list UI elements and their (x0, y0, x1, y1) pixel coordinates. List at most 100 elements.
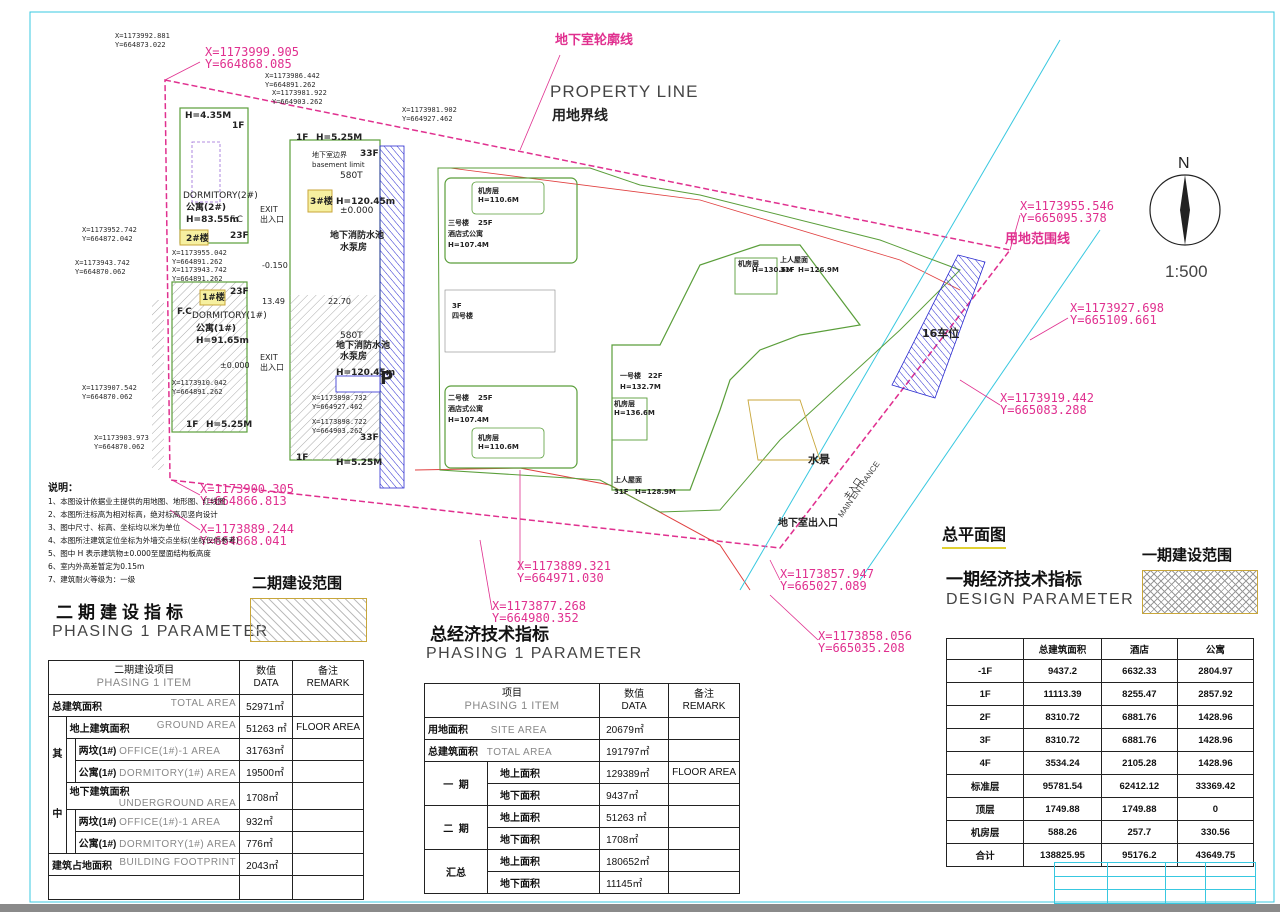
pink-coordinate: X=1173919.442 (1000, 391, 1094, 405)
black-coordinate: Y=664872.042 (82, 235, 133, 243)
overall-col1-en: PHASING 1 ITEM (464, 700, 560, 712)
b3s-h: H=5.25M (336, 458, 382, 468)
overall-p2-a: 二 (443, 824, 454, 835)
phase2-r4-en: UNDERGROUND AREA (118, 798, 237, 809)
exit-2-zh: 出入口 (260, 362, 284, 372)
phase2-r1-val: 51263 ㎡ (239, 716, 294, 739)
overall-r1-remark (668, 739, 740, 762)
design-cell: 总建筑面积 (1023, 638, 1102, 660)
design-cell: 1749.88 (1023, 797, 1102, 821)
main-entrance-en: MAIN ENTRANCE (836, 460, 881, 519)
dorm2-tag (179, 229, 209, 246)
building-labels: H=4.35M 1F DORMITORY(2#) 公寓(2#) H=83.55m… (177, 111, 839, 496)
phase2-r6-val: 776㎡ (239, 831, 294, 854)
b3s-580t: 580T (340, 331, 363, 341)
hotel2-machine-label: 机房层 (478, 433, 499, 442)
phase2-range-label: 二期建设范围 (252, 574, 343, 592)
design-cell: 1F (945, 682, 1025, 706)
overall-r1-val: 191797㎡ (599, 739, 670, 762)
exit-1-zh: 出入口 (260, 214, 284, 224)
black-coordinate: Y=664870.062 (82, 393, 133, 401)
pink-coordinate: Y=664971.030 (517, 571, 604, 585)
design-cell: 1428.96 (1176, 705, 1255, 729)
bldg1-outline (611, 244, 862, 491)
overall-col3-zh: 备注 (694, 688, 715, 700)
b3s-33f: 33F (360, 433, 379, 443)
pink-coordinate: Y=665083.288 (1000, 403, 1087, 417)
pink-coordinate: X=1173877.268 (492, 599, 586, 613)
north-arrow-icon (1149, 174, 1221, 246)
overall-col1-zh: 项目 (502, 688, 523, 699)
phase2-r1-zh: 地上建筑面积 (69, 724, 130, 735)
b3-1f: 1F (296, 133, 308, 143)
design-heading-zh: 一期经济技术指标 (946, 570, 1082, 590)
dorm2-23f: 23F (230, 231, 249, 241)
design-cell: 62412.12 (1100, 774, 1178, 798)
design-cell: 330.56 (1176, 820, 1255, 844)
overall-r0-en: SITE AREA (490, 725, 547, 736)
dorm2-core (191, 141, 221, 203)
property-line (164, 79, 1012, 549)
note-4: 4、本图所注建筑定位坐标为外墙交点坐标(坐标仅供参考) (48, 536, 239, 545)
phase2-col1-en: PHASING 1 ITEM (96, 677, 192, 689)
notes-block: 说明： 1、本图设计依据业主提供的用地图、地形图、红线图 2、本图所注标高为相对… (48, 482, 288, 586)
phase2-zhong: 中 (52, 809, 63, 820)
dim-150: -0.150 (262, 261, 288, 270)
design-heading-en: DESIGN PARAMETER (946, 591, 1135, 608)
note-7: 7、建筑耐火等级为：一级 (48, 575, 136, 584)
dorm2-fc: F.C (230, 215, 243, 225)
dorm2-tag-text: 2#楼 (186, 232, 209, 244)
overall-col2-zh: 数值 (624, 688, 645, 700)
design-cell: 6881.76 (1100, 728, 1178, 752)
land-boundary-label: 用地范围线 (1004, 231, 1070, 247)
overall-r6-remark (668, 849, 740, 872)
design-cell: 合计 (945, 843, 1025, 867)
overall-p1-a: 一 (443, 780, 454, 791)
b3s-pump: 水泵房 (340, 350, 367, 362)
b3-basement-zh: 地下室边界 (312, 150, 347, 159)
b4-machine-h: H=130.6M (752, 266, 793, 274)
phase2-r2-zh: 两坟(1#) (78, 746, 117, 757)
b4-machine: 机房层 (738, 259, 759, 268)
pink-coordinate: X=1173999.905 (205, 45, 299, 59)
pink-coordinate: Y=664980.352 (492, 611, 579, 625)
b3-pump: 水泵房 (340, 241, 367, 253)
bldg4-outline (444, 289, 556, 353)
b3-pool: 地下消防水池 (330, 229, 384, 241)
hotel3-type: 酒店式公寓 (448, 229, 483, 238)
pink-coordinate: Y=664868.085 (205, 57, 292, 71)
dim-1349: 13.49 (262, 297, 285, 306)
dorm1-1f: 1F (186, 420, 198, 430)
hotel3-name: 三号楼 (448, 218, 469, 227)
design-cell: 0 (1176, 797, 1255, 821)
b3s-1f: 1F (296, 453, 308, 463)
overall-r5-val: 1708㎡ (599, 827, 670, 850)
pink-coordinate: X=1173927.698 (1070, 301, 1164, 315)
phase2-heading-en: PHASING 1 PARAMETER (52, 623, 269, 640)
overall-r5-remark (668, 827, 740, 850)
dorm1-en: DORMITORY(1#) (192, 311, 267, 321)
design-cell: 8255.47 (1100, 682, 1178, 706)
water-feature-label: 水景 (808, 452, 830, 466)
overall-col3-en: REMARK (682, 700, 726, 712)
design-cell: 8310.72 (1023, 728, 1102, 752)
overall-r1-en: TOTAL AREA (486, 747, 553, 758)
pink-coordinate: X=1173858.056 (818, 629, 912, 643)
b3-h: H=5.25M (316, 133, 362, 143)
bottom-strip (0, 904, 1280, 912)
black-coordinate: X=1173898.732 (312, 394, 367, 402)
design-cell: 8310.72 (1023, 705, 1102, 729)
overall-r7-zh: 地下面积 (486, 871, 601, 894)
pink-coordinate-labels: X=1173999.905Y=664868.085X=1173955.546Y=… (200, 45, 1164, 655)
phase1-range-swatch (1142, 570, 1258, 614)
dorm1-h: H=5.25M (206, 420, 252, 430)
dorm2-floor: 1F (232, 121, 244, 131)
dorm1-outline (171, 281, 248, 433)
hotel3-machine-label: 机房层 (478, 186, 499, 195)
design-cell: 2F (945, 705, 1025, 729)
parking-16-label: 16车位 (922, 326, 959, 340)
